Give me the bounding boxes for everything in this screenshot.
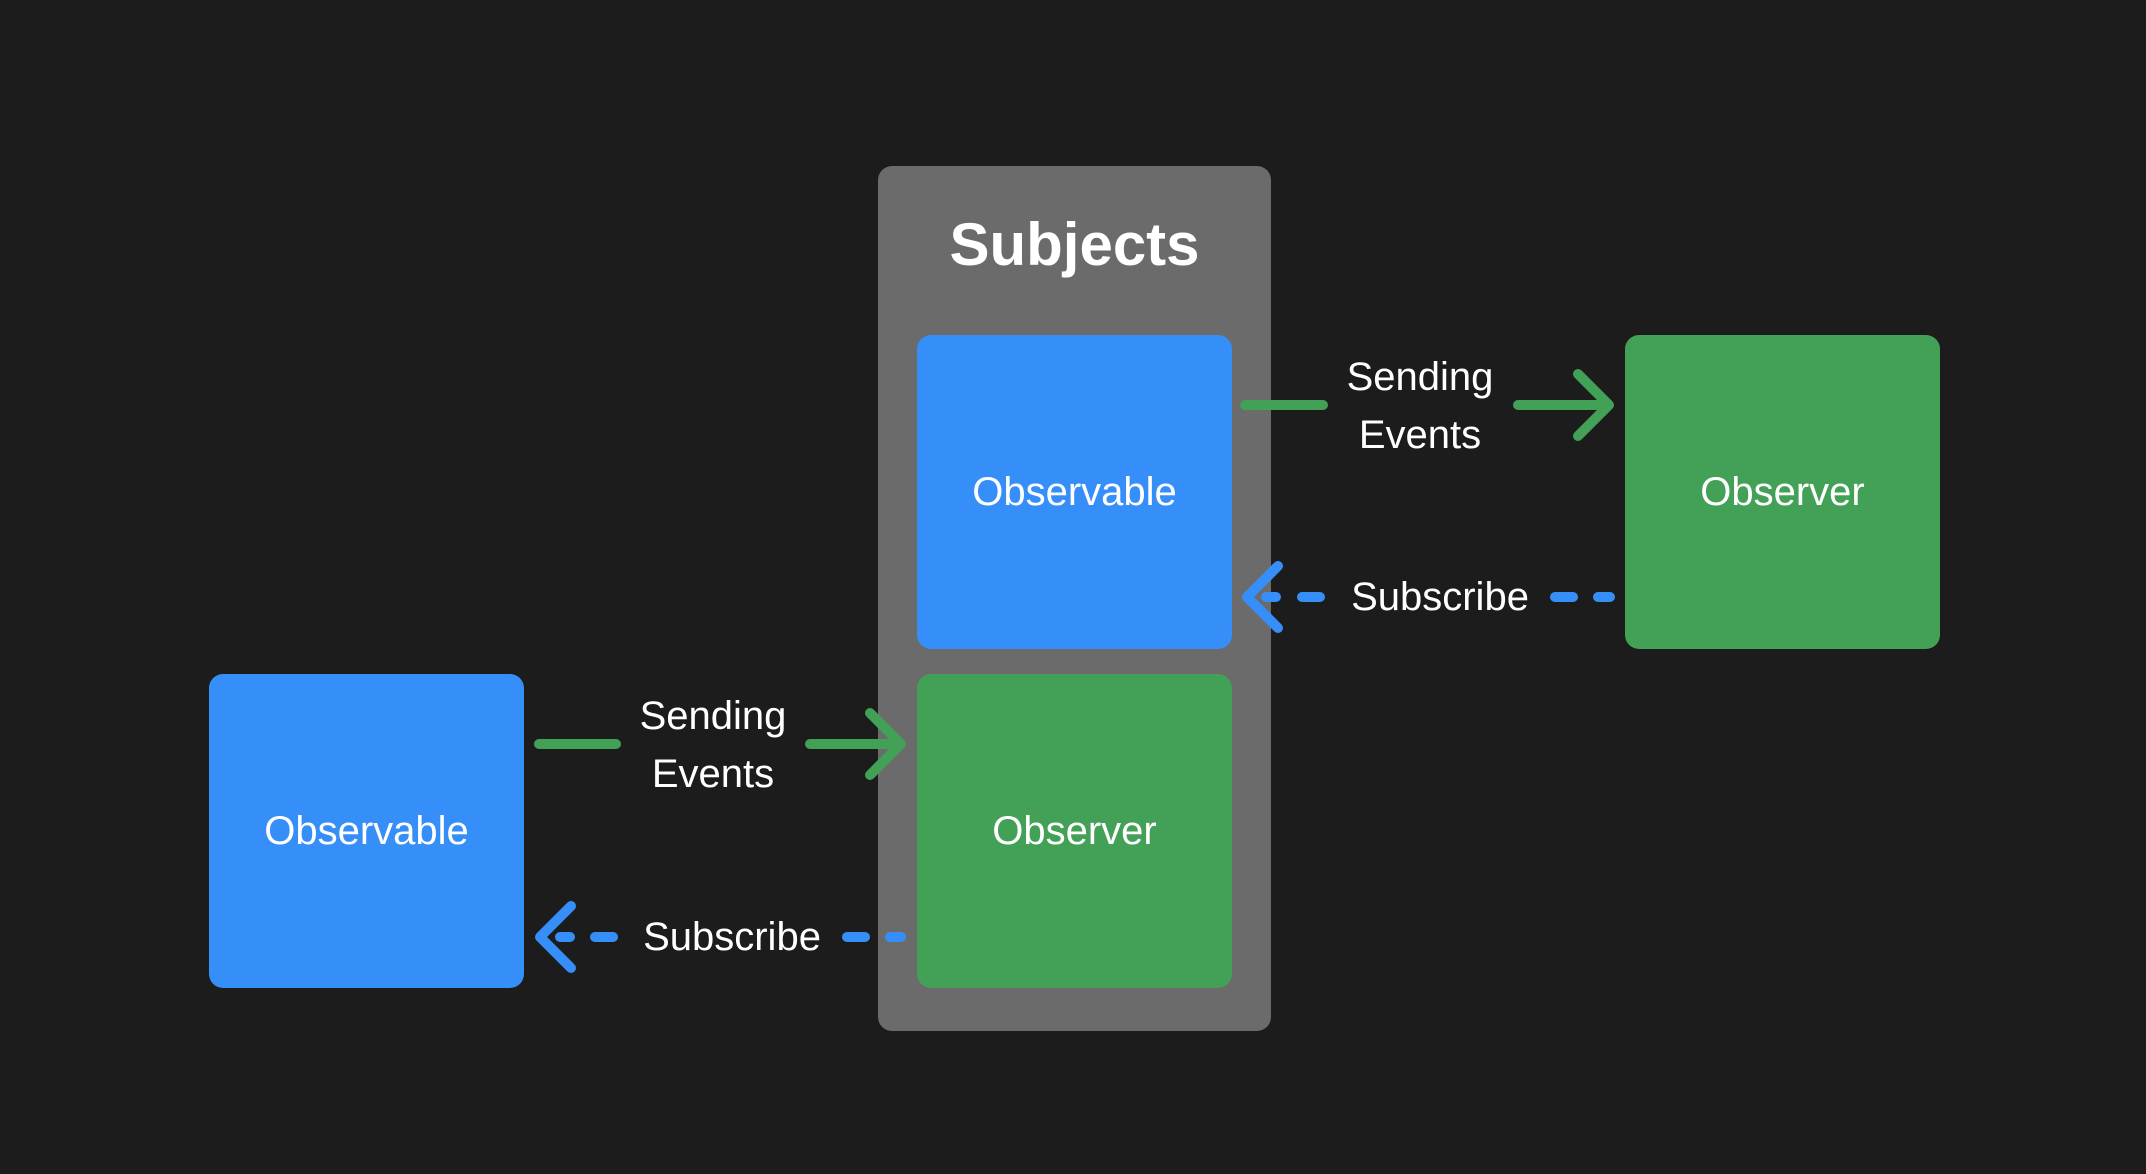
top-sending-line2: Events xyxy=(1358,413,1482,457)
subjects-title: Subjects xyxy=(949,211,1200,278)
bottom-sending-line1: Sending xyxy=(639,694,787,738)
right-observer-label: Observer xyxy=(1700,469,1865,514)
bottom-sending-label: Sending Events xyxy=(618,687,808,803)
bottom-subscribe-arrow xyxy=(535,901,906,973)
right-observer-box: Observer xyxy=(1625,335,1940,649)
left-observable-label: Observable xyxy=(264,808,469,853)
subject-observer-box: Observer xyxy=(917,674,1232,988)
top-subscribe-arrow xyxy=(1242,561,1615,633)
top-sending-label: Sending Events xyxy=(1325,348,1515,464)
subject-observer-label: Observer xyxy=(992,808,1157,853)
top-sending-arrow xyxy=(1240,369,1614,441)
left-observable-box: Observable xyxy=(209,674,524,988)
subject-observable-box: Observable xyxy=(917,335,1232,649)
bottom-sending-line2: Events xyxy=(651,752,775,796)
top-subscribe-label: Subscribe xyxy=(1351,575,1529,619)
bottom-subscribe-label: Subscribe xyxy=(643,915,821,959)
subject-observable-label: Observable xyxy=(972,469,1177,514)
bottom-sending-arrow xyxy=(534,708,906,780)
top-sending-line1: Sending xyxy=(1346,355,1494,399)
